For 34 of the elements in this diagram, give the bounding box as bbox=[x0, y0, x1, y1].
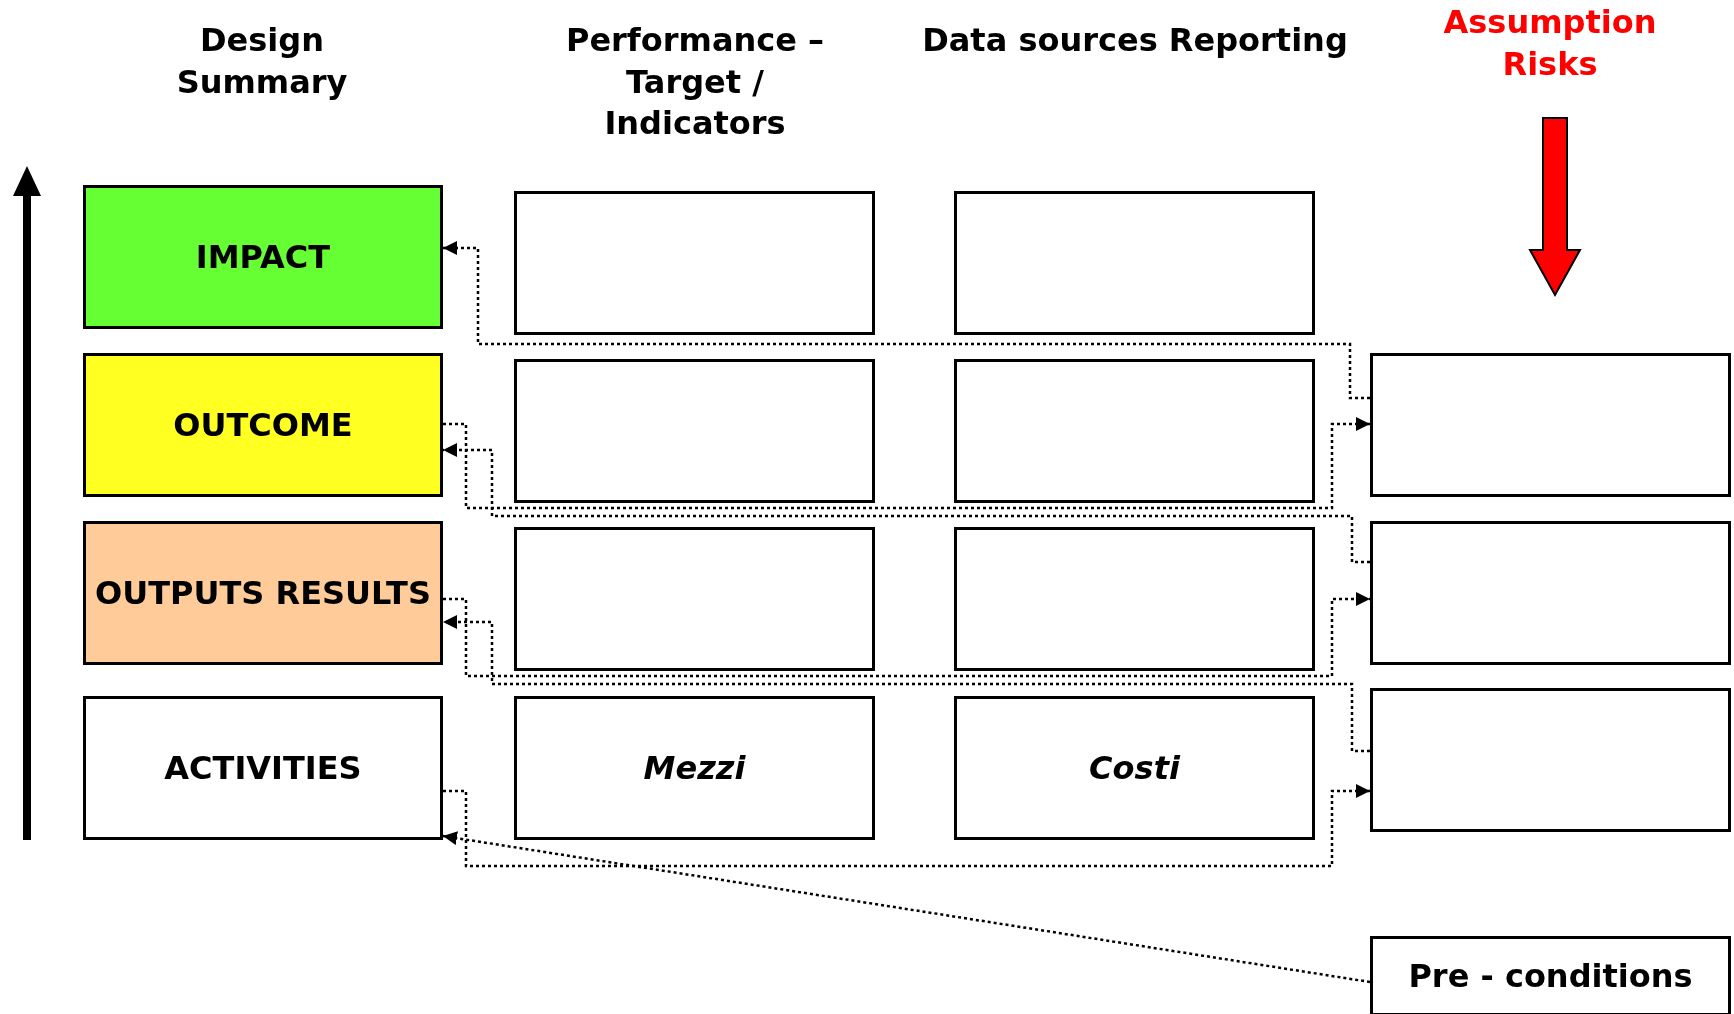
source-box bbox=[954, 696, 1315, 840]
arrow bbox=[443, 592, 1370, 678]
empty-box bbox=[954, 359, 1315, 503]
level-label: OUTCOME bbox=[173, 406, 353, 444]
empty-box bbox=[1370, 688, 1731, 832]
arrow bbox=[443, 615, 1370, 753]
level-box bbox=[83, 353, 443, 497]
precondition-box bbox=[1370, 936, 1731, 1014]
empty-box bbox=[514, 527, 875, 671]
column-header: Performance – Target / Indicators bbox=[564, 20, 826, 145]
column-header: Assumption Risks bbox=[1442, 2, 1658, 85]
level-box bbox=[83, 521, 443, 665]
level-label: OUTPUTS RESULTS bbox=[95, 574, 431, 612]
empty-box bbox=[1370, 521, 1731, 665]
arrow bbox=[443, 784, 1370, 868]
arrow bbox=[443, 417, 1370, 510]
level-label: Pre - conditions bbox=[1408, 957, 1693, 995]
column-header: Data sources Reporting bbox=[921, 20, 1349, 61]
empty-box bbox=[514, 191, 875, 335]
empty-box bbox=[954, 191, 1315, 335]
arrow bbox=[443, 443, 1370, 564]
level-label: ACTIVITIES bbox=[164, 749, 362, 787]
empty-box bbox=[954, 527, 1315, 671]
arrow bbox=[442, 831, 1371, 984]
indicator-box bbox=[514, 696, 875, 840]
level-label: IMPACT bbox=[195, 238, 331, 276]
arrow bbox=[443, 241, 1370, 400]
column-header: Design Summary bbox=[175, 20, 349, 103]
empty-box bbox=[514, 359, 875, 503]
level-box bbox=[83, 185, 443, 329]
cell-text: Costi bbox=[1089, 749, 1180, 787]
level-box bbox=[83, 696, 443, 840]
empty-box bbox=[1370, 353, 1731, 497]
cell-text: Mezzi bbox=[643, 749, 746, 787]
